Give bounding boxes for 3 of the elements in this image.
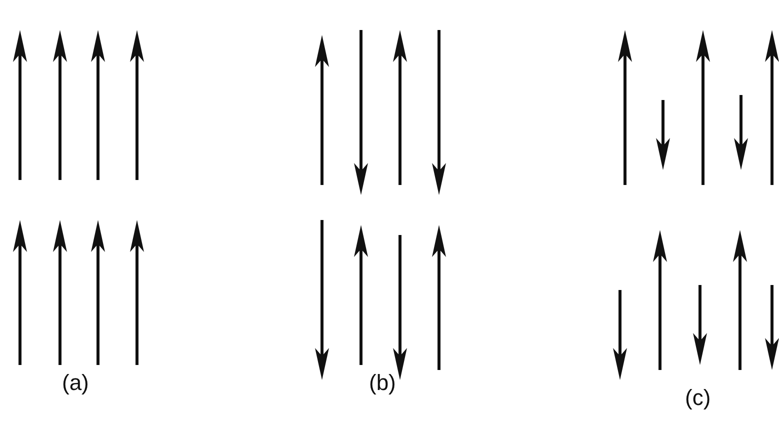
panel-label: (b) xyxy=(369,372,396,394)
panel-label: (c) xyxy=(685,387,711,409)
panel-label: (a) xyxy=(62,372,89,394)
